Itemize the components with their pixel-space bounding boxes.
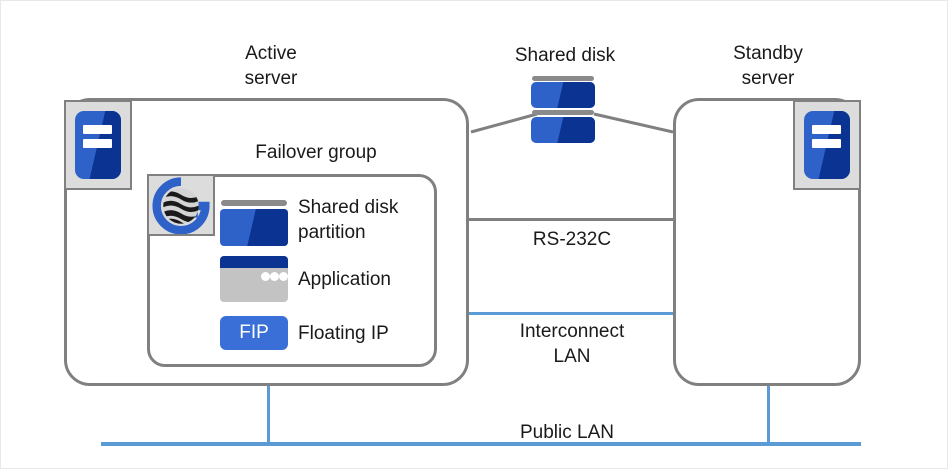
server-slot-bar-2 bbox=[812, 138, 841, 148]
public-lan-drop-standby bbox=[767, 386, 770, 444]
clusterpro-g-glyph bbox=[152, 177, 210, 235]
rs232c-line bbox=[469, 218, 675, 221]
server-slot-bar-1 bbox=[812, 125, 841, 135]
floating-ip-label: Floating IP bbox=[298, 323, 389, 344]
partition-body bbox=[220, 209, 288, 246]
application-window-icon bbox=[220, 256, 288, 302]
shared-disk-partition-icon bbox=[220, 200, 288, 246]
public-lan-bus-line bbox=[101, 442, 861, 446]
server-unit-shape bbox=[75, 111, 121, 179]
public-lan-drop-active bbox=[267, 386, 270, 444]
link-active-to-shared-disk bbox=[470, 112, 538, 134]
application-label: Application bbox=[298, 269, 391, 290]
link-shared-disk-to-standby bbox=[593, 112, 674, 134]
disk-platter-top bbox=[531, 81, 595, 109]
app-dot-2 bbox=[270, 271, 279, 281]
interconnect-lan-label: Interconnect LAN bbox=[519, 321, 625, 367]
server-unit-shape bbox=[804, 111, 850, 179]
server-slot-bar-2 bbox=[83, 138, 112, 148]
failover-group-box[interactable] bbox=[147, 174, 437, 367]
clusterpro-logo-icon bbox=[147, 174, 215, 236]
active-server-box[interactable] bbox=[64, 98, 469, 386]
disk-rim-mid bbox=[531, 110, 595, 116]
floating-ip-chip-icon: FIP bbox=[220, 316, 288, 350]
shared-disk-partition-label: Shared disk partition bbox=[298, 197, 399, 243]
app-dot-1 bbox=[261, 271, 270, 281]
disk-platter-bottom bbox=[531, 116, 595, 144]
failover-group-title: Failover group bbox=[255, 142, 377, 163]
shared-disk-icon bbox=[531, 76, 595, 146]
standby-server-title: Standby server bbox=[733, 43, 803, 89]
server-slot-bar-1 bbox=[83, 125, 112, 135]
interconnect-lan-line bbox=[469, 312, 675, 315]
partition-rim bbox=[221, 200, 287, 207]
app-titlebar bbox=[220, 256, 288, 268]
shared-disk-title: Shared disk bbox=[514, 45, 616, 66]
app-dot-3 bbox=[279, 271, 288, 281]
active-server-icon bbox=[64, 100, 132, 190]
standby-server-box[interactable] bbox=[673, 98, 861, 386]
public-lan-label: Public LAN bbox=[520, 422, 614, 443]
disk-rim-top bbox=[531, 76, 595, 81]
standby-server-icon bbox=[793, 100, 861, 190]
rs232c-label: RS-232C bbox=[532, 229, 612, 250]
active-server-title: Active server bbox=[244, 43, 298, 89]
